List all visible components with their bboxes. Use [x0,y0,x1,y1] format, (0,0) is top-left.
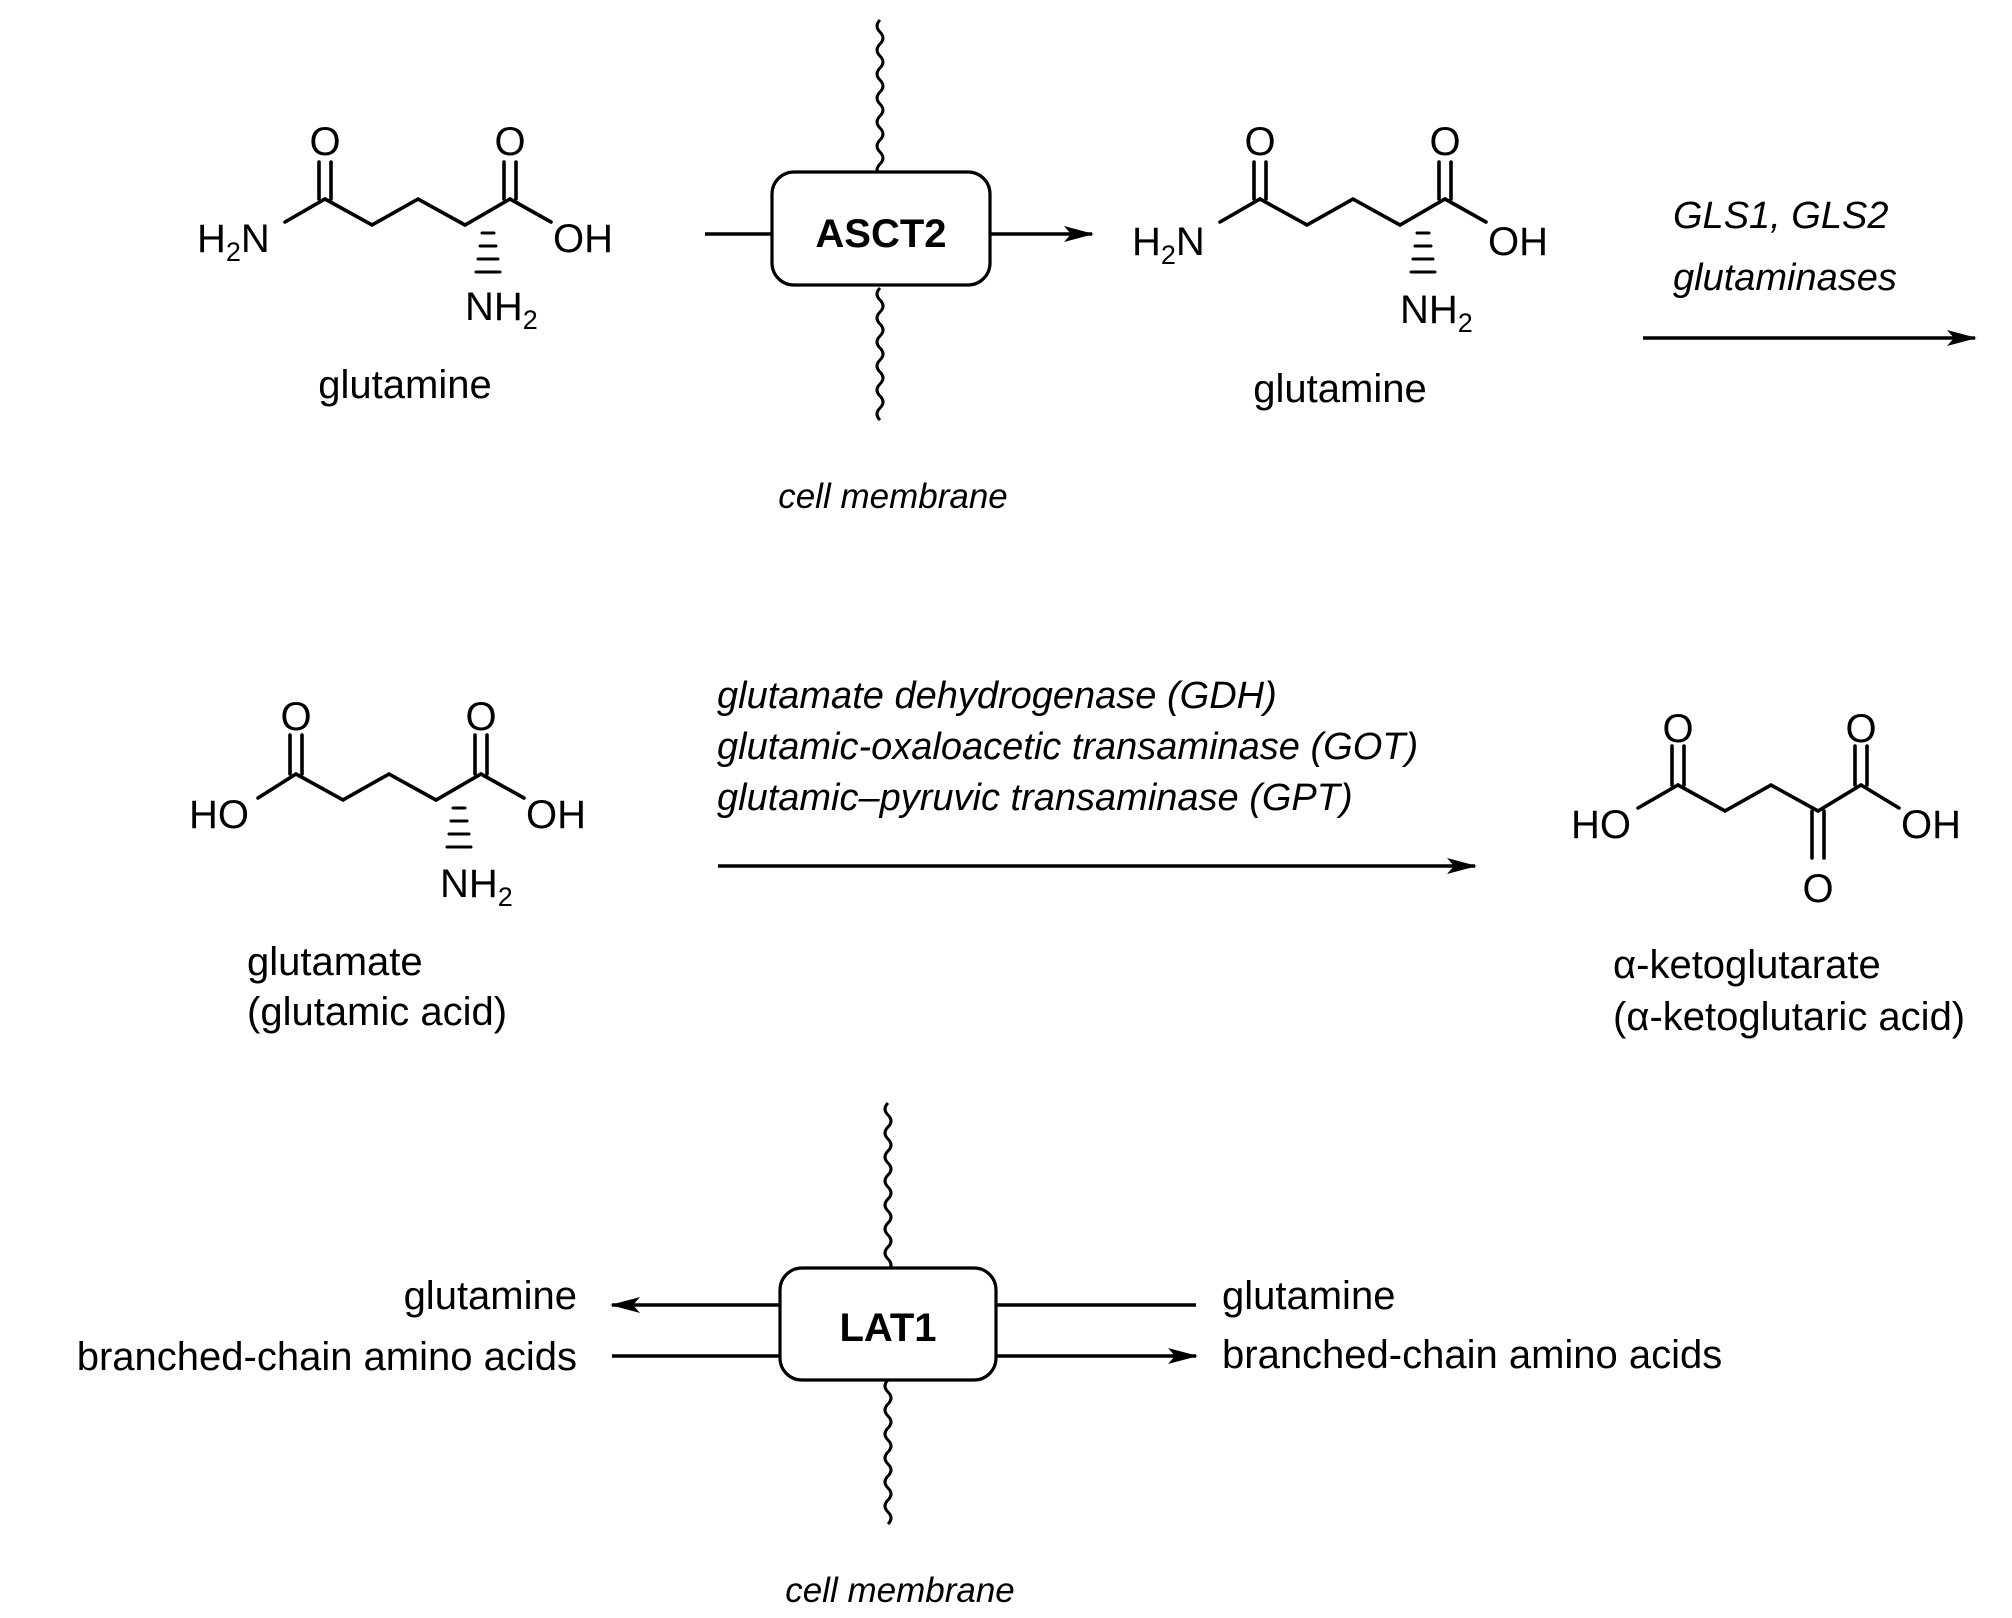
lat1-incoming-bcaa-source: branched-chain amino acids [77,1335,577,1379]
alpha-ketoglutarate-structure: O O O HO OH α-ketoglutarate (α-ketogluta… [1571,707,1965,1039]
asct2-transporter-assembly: ASCT2 cell membrane [705,18,1094,516]
stereo-hash-bond [445,806,473,849]
glutamine-name-inside: glutamine [1253,367,1426,411]
glutamine-name-outside: glutamine [318,363,491,407]
hydroxyl-label: OH [526,793,586,837]
alpha-ketoglutarate-name: α-ketoglutarate [1613,943,1881,987]
hydroxyl-label: HO [189,793,249,837]
stereo-hash-bond [474,231,502,274]
oxygen-label: O [465,695,496,739]
keto-oxygen-label: O [1802,867,1833,911]
lat1-transporter-assembly: LAT1 glutamine branched-chain amino acid… [77,1101,1722,1610]
got-enzyme-label: glutamic-oxaloacetic transaminase (GOT) [717,726,1418,768]
oxygen-label: O [1845,707,1876,751]
stereo-hash-bond [1409,231,1437,274]
alpha-ketoglutaric-acid-name: (α-ketoglutaric acid) [1613,995,1965,1039]
gpt-enzyme-label: glutamic–pyruvic transaminase (GPT) [717,777,1353,819]
asct2-transporter-box [770,170,992,287]
glutaminase-class-label: glutaminases [1673,257,1897,299]
cell-membrane-label-bottom: cell membrane [785,1571,1015,1610]
glutaminase-reaction: GLS1, GLS2 glutaminases [1643,195,1977,346]
lat1-intracellular-bcaa: branched-chain amino acids [1222,1333,1722,1377]
cell-membrane-label-top: cell membrane [778,477,1008,516]
oxygen-label: O [1429,120,1460,164]
amide-nh2-label: H2N [197,217,270,267]
oxygen-label: O [1662,707,1693,751]
amine-nh2-label: NH2 [1400,288,1473,338]
glutamate-conversion-reaction: glutamate dehydrogenase (GDH) glutamic-o… [717,675,1477,874]
hydroxyl-label: HO [1571,803,1631,847]
glutamate-name: glutamate [247,940,423,984]
lat1-intracellular-glutamine: glutamine [1222,1274,1395,1318]
lat1-label: LAT1 [839,1306,936,1350]
oxygen-label: O [309,120,340,164]
glutamic-acid-name: (glutamic acid) [247,990,507,1034]
asct2-label: ASCT2 [815,212,946,256]
glutamine-structure-inside: O O H2N OH NH2 glutamine [1132,120,1548,411]
oxygen-label: O [1244,120,1275,164]
membrane-wavy-line [883,1101,893,1285]
membrane-wavy-line [875,286,885,422]
oxygen-label: O [494,120,525,164]
membrane-wavy-line [875,18,885,190]
hydroxyl-label: OH [1901,803,1961,847]
lat1-outgoing-glutamine: glutamine [404,1274,577,1318]
glutamate-structure: O O HO OH NH2 glutamate (glutamic acid) [189,695,586,1034]
amine-nh2-label: NH2 [440,862,513,912]
glutaminase-enzymes-label: GLS1, GLS2 [1673,195,1888,237]
amide-nh2-label: H2N [1132,220,1205,270]
lat1-transporter-box [778,1266,998,1382]
hydroxyl-label: OH [1488,220,1548,264]
gdh-enzyme-label: glutamate dehydrogenase (GDH) [717,675,1277,717]
membrane-wavy-line [883,1378,893,1526]
amine-nh2-label: NH2 [465,285,538,335]
hydroxyl-label: OH [553,217,613,261]
glutamine-structure-outside: O O H2N OH NH2 glutamine [197,120,613,407]
oxygen-label: O [280,695,311,739]
